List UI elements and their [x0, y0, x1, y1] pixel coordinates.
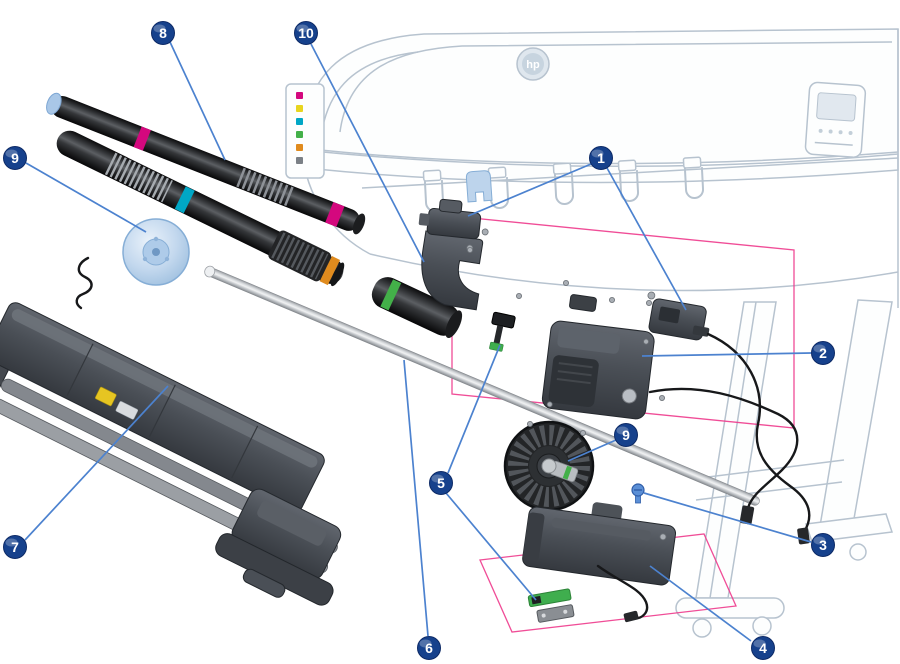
sensor-pcb [527, 588, 575, 623]
spindle-hooks [422, 156, 705, 212]
callout-9-hub: 9 [614, 423, 638, 447]
media-sensor-assembly-right [647, 291, 710, 341]
thumb-screw-blue [631, 483, 645, 504]
spindle-tube-3 [371, 277, 463, 339]
callout-10: 10 [294, 21, 318, 45]
hp-logo-text: hp [526, 59, 540, 71]
ink-label-gray [296, 157, 303, 164]
callout-9-hub-label: 9 [622, 427, 630, 443]
cable-connector [739, 505, 755, 525]
callout-7: 7 [3, 535, 27, 559]
callout-9-top-label: 9 [11, 150, 19, 166]
callout-7-label: 7 [11, 539, 19, 555]
callout-5: 5 [429, 471, 453, 495]
ink-label-yellow [296, 105, 303, 112]
takeup-cable-coil [75, 256, 93, 310]
takeup-hub-pulley [503, 420, 595, 512]
callout-3: 3 [811, 533, 835, 557]
callout-6: 6 [417, 636, 441, 660]
cable-connector [623, 610, 639, 623]
callout-2-label: 2 [819, 345, 827, 361]
spindle-tube-1 [46, 92, 366, 235]
takeup-reel-assembly [0, 302, 342, 606]
callout-9-top: 9 [3, 146, 27, 170]
callout-1: 1 [589, 146, 613, 170]
callout-4-label: 4 [759, 640, 767, 656]
ink-supply-station [285, 83, 325, 179]
ink-label-magenta [296, 92, 303, 99]
hp-logo: hp [516, 47, 550, 81]
callout-3-label: 3 [819, 537, 827, 553]
ink-label-green [296, 131, 303, 138]
warning-label [95, 386, 117, 407]
motor-bracket [569, 294, 597, 312]
control-panel [804, 81, 867, 158]
spindle-latch-blue [465, 170, 493, 203]
takeup-sensor-housing [522, 502, 677, 586]
callout-8: 8 [151, 21, 175, 45]
screws [466, 246, 666, 436]
callout-1-label: 1 [597, 150, 605, 166]
printer-body-outline: hp [285, 28, 899, 638]
printer-stand [675, 299, 894, 638]
ink-label-orange [296, 144, 303, 151]
callout-6-label: 6 [425, 640, 433, 656]
media-sensor-assembly-left [418, 198, 489, 240]
spindle-tube-2 [56, 130, 345, 287]
spindle-end-cap [46, 92, 62, 115]
callout-2: 2 [811, 341, 835, 365]
takeup-motor-assembly [541, 320, 655, 420]
ink-label-cyan [296, 118, 303, 125]
callout-10-label: 10 [298, 25, 314, 41]
takeup-sensor [489, 311, 516, 352]
callout-4: 4 [751, 636, 775, 660]
info-label [115, 401, 138, 420]
spindle-hub-disc [122, 218, 190, 286]
callout-8-label: 8 [159, 25, 167, 41]
leader-lines [24, 41, 812, 642]
callout-5-label: 5 [437, 475, 445, 491]
